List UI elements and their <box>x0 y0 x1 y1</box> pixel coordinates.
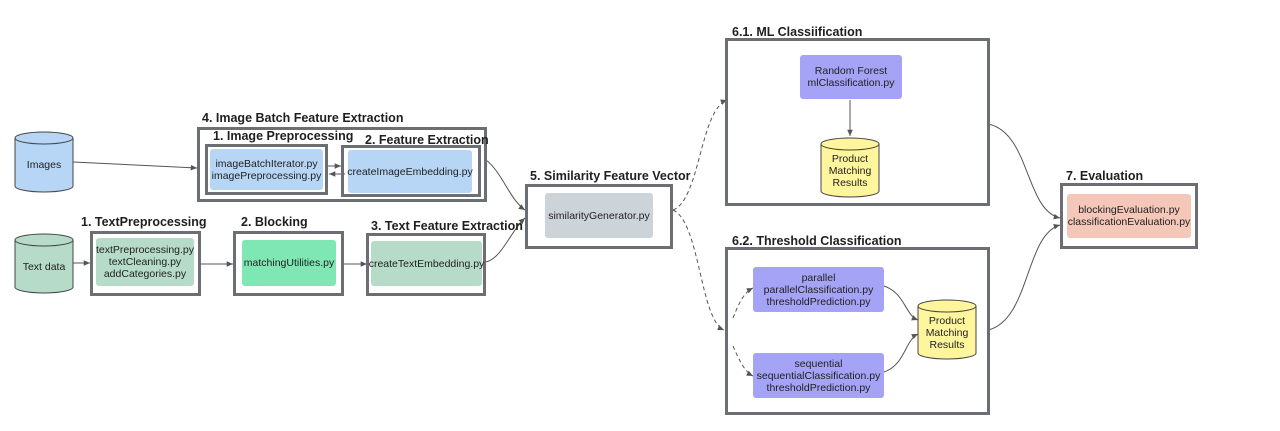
node-line: imagePreprocessing.py <box>211 169 322 182</box>
node-line: createTextEmbedding.py <box>368 257 485 270</box>
node-line: Results <box>929 339 965 351</box>
node-line: parallelClassification.py <box>763 283 874 296</box>
threshold-results-label: Product Matching Results <box>918 314 976 352</box>
node-line: blockingEvaluation.py <box>1078 204 1180 216</box>
image-batch-frame <box>197 127 487 202</box>
node-line: classificationEvaluation.py <box>1067 216 1191 228</box>
node-line: textPreprocessing.py <box>95 244 195 256</box>
node-line: thresholdPrediction.py <box>766 295 871 308</box>
text-feature-frame <box>366 233 486 296</box>
text-preprocessing-frame <box>90 231 201 296</box>
ml-classification-title: 6.1. ML Classiification <box>732 25 863 39</box>
parallel-classification-node: parallel parallelClassification.py thres… <box>753 267 884 312</box>
node-line: createImageEmbedding.py <box>347 165 473 178</box>
similarity-frame <box>525 184 673 249</box>
sequential-classification-node: sequential sequentialClassification.py t… <box>753 353 884 398</box>
ml-results-label: Product Matching Results <box>821 152 879 190</box>
text-embedding-node: createTextEmbedding.py <box>368 241 485 286</box>
evaluation-node: blockingEvaluation.py classificationEval… <box>1067 194 1191 238</box>
evaluation-frame <box>1060 183 1198 249</box>
image-embedding-node: createImageEmbedding.py <box>347 150 473 193</box>
text-data-source-cylinder <box>14 233 74 294</box>
text-preprocessing-node: textPreprocessing.py textCleaning.py add… <box>96 238 194 286</box>
feature-extraction-frame <box>341 145 481 197</box>
node-line: textCleaning.py <box>108 256 182 268</box>
images-source-label: Images <box>15 150 73 180</box>
ml-results-cylinder <box>820 137 880 198</box>
evaluation-title: 7. Evaluation <box>1066 169 1144 183</box>
similarity-title: 5. Similarity Feature Vector <box>530 169 691 183</box>
image-batch-title: 4. Image Batch Feature Extraction <box>202 111 404 125</box>
images-source-text: Images <box>26 159 62 171</box>
node-line: Product <box>831 153 869 165</box>
text-feature-title: 3. Text Feature Extraction <box>371 219 523 233</box>
node-line: Product <box>928 315 966 327</box>
node-line: similarityGenerator.py <box>548 209 650 222</box>
random-forest-node: Random Forest mlClassification.py <box>800 55 902 99</box>
images-source-cylinder <box>14 131 74 193</box>
node-line: Results <box>832 177 868 189</box>
blocking-node: matchingUtilities.py <box>242 240 336 286</box>
ml-classification-frame <box>725 38 990 206</box>
node-line: mlClassification.py <box>807 77 895 89</box>
image-preprocessing-node: imageBatchIterator.py imagePreprocessing… <box>210 149 323 190</box>
text-data-source-text: Text data <box>22 261 66 273</box>
solid-connectors <box>72 100 1061 373</box>
node-line: Matching <box>925 327 969 339</box>
similarity-node: similarityGenerator.py <box>545 193 653 238</box>
node-line: sequential <box>794 357 843 370</box>
image-preprocessing-title: 1. Image Preprocessing <box>213 129 354 143</box>
node-line: imageBatchIterator.py <box>215 157 318 170</box>
node-line: addCategories.py <box>103 268 187 280</box>
blocking-frame <box>233 231 344 296</box>
image-preprocessing-frame <box>205 144 328 195</box>
node-line: parallel <box>801 271 836 284</box>
node-line: thresholdPrediction.py <box>766 381 871 394</box>
feature-extraction-title: 2. Feature Extraction <box>365 133 489 147</box>
dashed-connectors <box>672 99 754 377</box>
threshold-classification-title: 6.2. Threshold Classification <box>732 234 902 248</box>
node-line: Matching <box>828 165 872 177</box>
threshold-classification-frame <box>725 247 990 415</box>
node-line: matchingUtilities.py <box>243 257 335 269</box>
node-line: sequentialClassification.py <box>756 369 881 382</box>
threshold-results-cylinder <box>917 299 977 360</box>
text-preprocessing-title: 1. TextPreprocessing <box>81 215 207 229</box>
node-line: Random Forest <box>814 65 888 77</box>
text-data-source-label: Text data <box>15 252 73 282</box>
blocking-title: 2. Blocking <box>241 215 308 229</box>
